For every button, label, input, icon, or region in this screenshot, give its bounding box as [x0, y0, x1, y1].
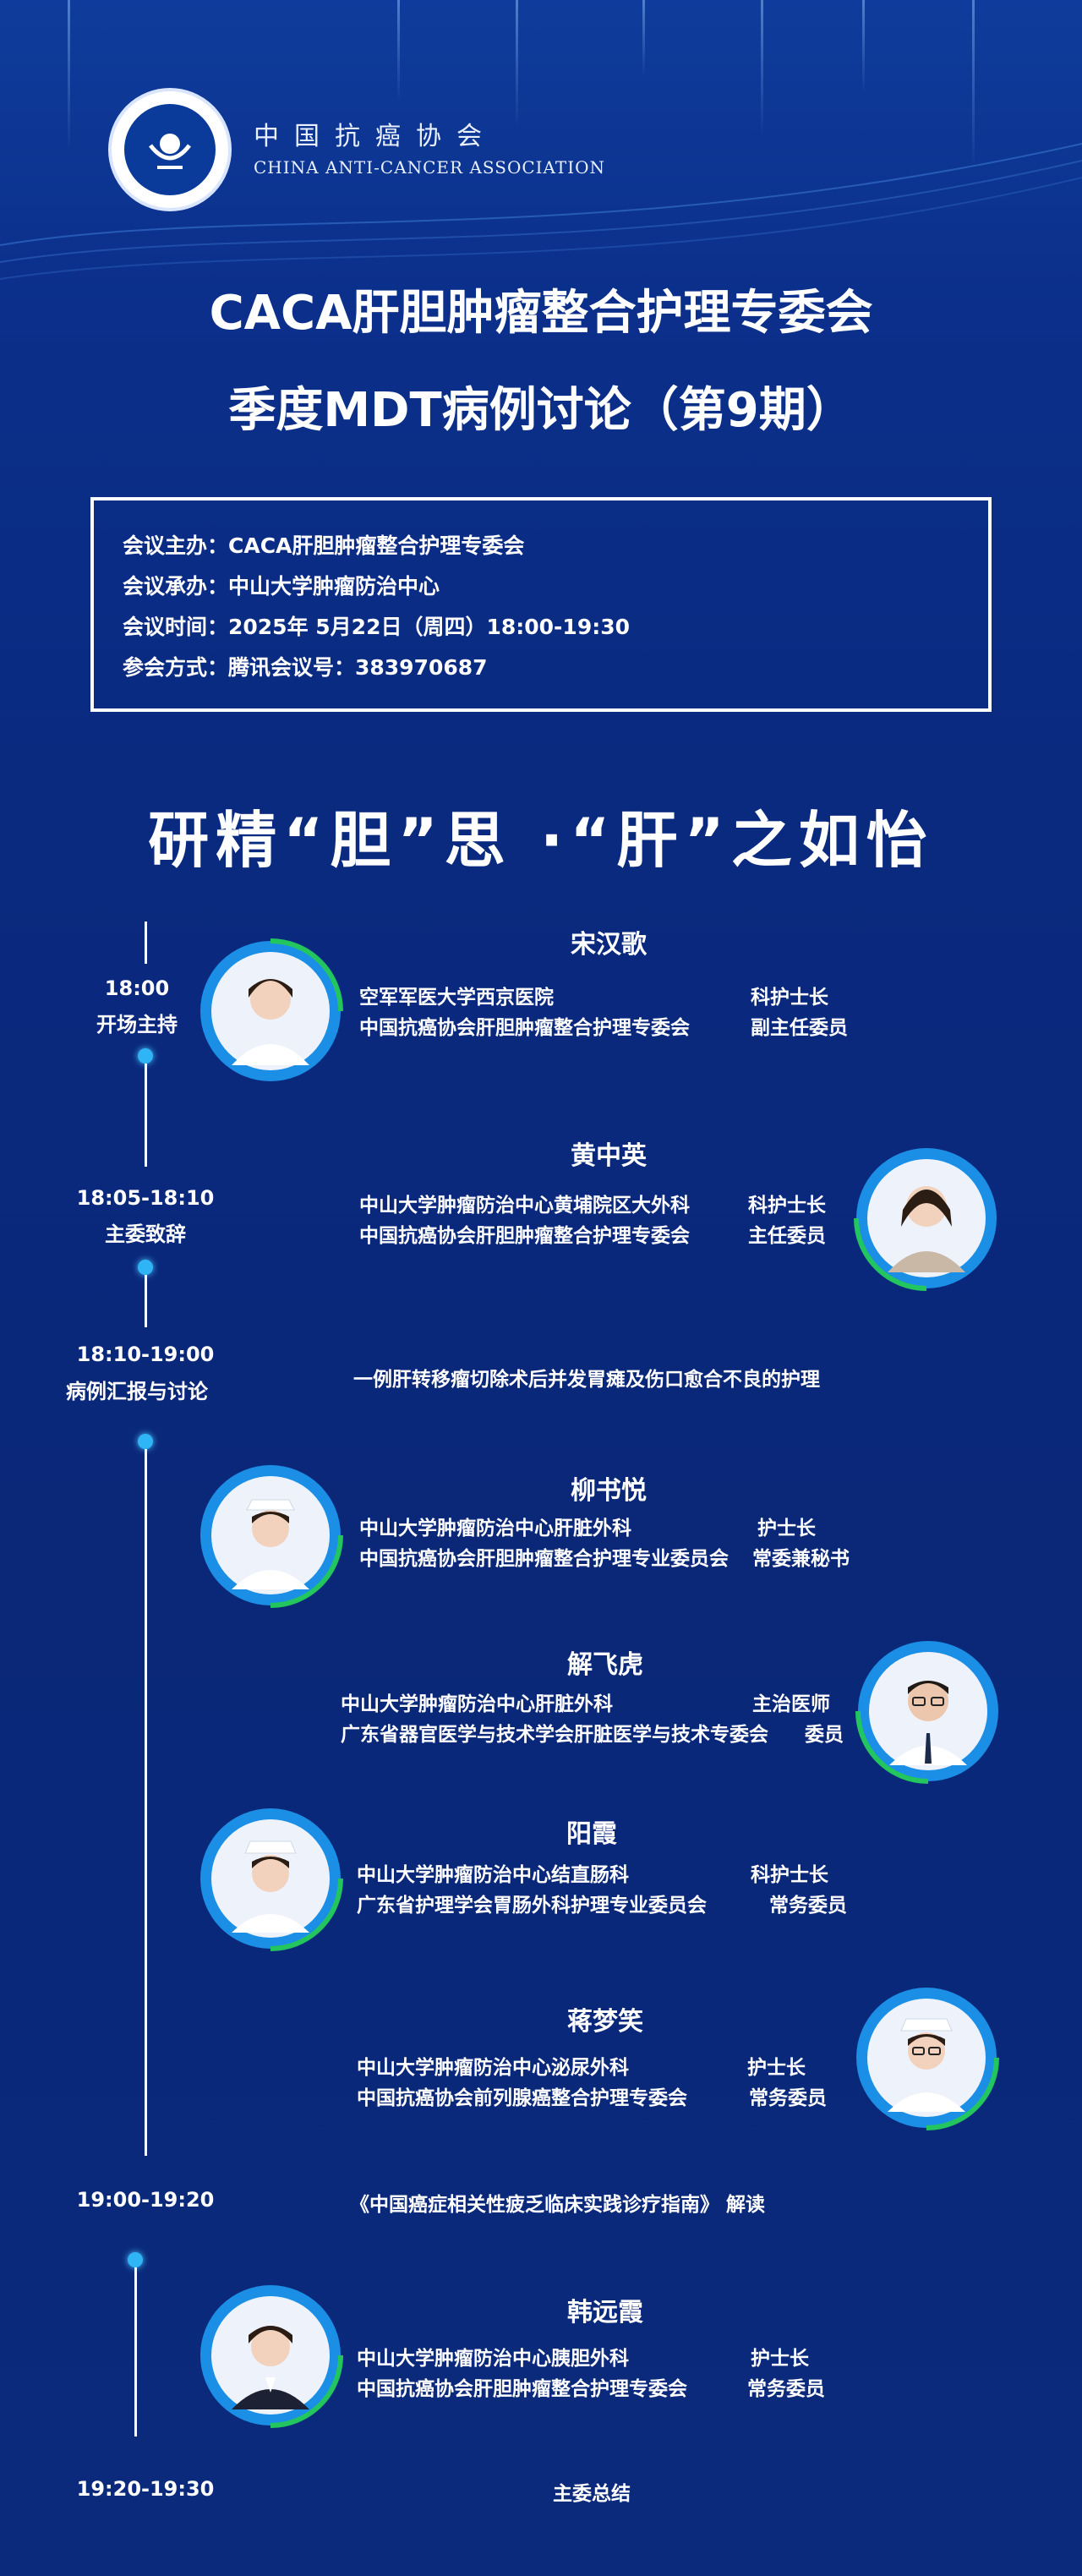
- speaker-avatar: [200, 1808, 343, 1951]
- schedule-time: 18:05-18:10: [76, 1186, 215, 1210]
- speaker-role: 主治医师: [752, 1693, 830, 1715]
- speaker-org: 中国抗癌协会肝胆肿瘤整合护理专委会: [359, 1017, 690, 1039]
- schedule-label: 主委致辞: [105, 1222, 186, 1246]
- speaker-avatar: [200, 938, 343, 1081]
- association-logo: [108, 88, 232, 211]
- speaker-role: 常委兼秘书: [752, 1548, 850, 1570]
- slogan: 研精“胆”思 ·“肝”之如怡: [148, 805, 934, 876]
- speaker-org: 中山大学肿瘤防治中心肝脏外科: [341, 1693, 613, 1715]
- speaker-avatar: [855, 1641, 998, 1784]
- timeline-line: [145, 1064, 147, 1167]
- info-method: 参会方式：腾讯会议号：383970687: [123, 655, 488, 680]
- schedule-topic: 主委总结: [553, 2483, 631, 2505]
- schedule-time: 19:20-19:30: [76, 2477, 215, 2501]
- schedule-label: 病例汇报与讨论: [66, 1380, 208, 1403]
- speaker-org: 中山大学肿瘤防治中心黄埔院区大外科: [359, 1195, 690, 1217]
- speaker-role: 主任委员: [748, 1225, 826, 1247]
- speaker-role: 委员: [805, 1724, 844, 1746]
- speaker-role: 科护士长: [751, 987, 828, 1009]
- timeline-dot: [138, 1048, 153, 1064]
- speaker-org: 中山大学肿瘤防治中心结直肠科: [357, 1864, 629, 1886]
- speaker-org: 中国抗癌协会前列腺癌整合护理专委会: [357, 2087, 687, 2109]
- timeline-line: [134, 2267, 137, 2437]
- speaker-org: 中国抗癌协会肝胆肿瘤整合护理专委会: [357, 2378, 687, 2400]
- speaker-org: 广东省器官医学与技术学会肝脏医学与技术专委会: [341, 1724, 768, 1746]
- schedule-label: 开场主持: [96, 1013, 178, 1036]
- speaker-name: 阳霞: [566, 1819, 617, 1849]
- speaker-name: 蒋梦笑: [567, 2007, 643, 2037]
- info-host: 会议主办：CACA肝胆肿瘤整合护理专委会: [123, 533, 525, 558]
- speaker-org: 中山大学肿瘤防治中心肝脏外科: [359, 1518, 631, 1540]
- schedule-topic: 《中国癌症相关性疲乏临床实践诊疗指南》 解读: [350, 2194, 766, 2216]
- speaker-role: 常务委员: [747, 2378, 825, 2400]
- speaker-avatar: [854, 1148, 997, 1291]
- timeline-line: [145, 1449, 147, 2156]
- speaker-org: 广东省护理学会胃肠外科护理专业委员会: [357, 1895, 707, 1917]
- speaker-avatar: [200, 1465, 343, 1608]
- timeline-dot: [138, 1260, 153, 1275]
- speaker-name: 柳书悦: [571, 1476, 647, 1506]
- speaker-role: 常务委员: [769, 1895, 847, 1917]
- org-name-cn: 中国抗癌协会: [254, 122, 497, 151]
- speaker-avatar: [856, 1988, 999, 2130]
- speaker-org: 中国抗癌协会肝胆肿瘤整合护理专业委员会: [359, 1548, 729, 1570]
- speaker-name: 韩远霞: [567, 2298, 643, 2327]
- info-organizer: 会议承办：中山大学肿瘤防治中心: [123, 574, 440, 599]
- timeline-line: [145, 1275, 147, 1327]
- timeline-line: [145, 922, 147, 964]
- org-name-en: CHINA ANTI-CANCER ASSOCIATION: [254, 157, 606, 178]
- speaker-role: 常务委员: [749, 2087, 827, 2109]
- speaker-org: 中山大学肿瘤防治中心胰胆外科: [357, 2348, 629, 2370]
- speaker-role: 护士长: [757, 1518, 816, 1540]
- timeline-dot: [138, 1434, 153, 1449]
- speaker-role: 护士长: [751, 2348, 809, 2370]
- schedule-time: 19:00-19:20: [76, 2188, 215, 2212]
- speaker-role: 护士长: [747, 2057, 806, 2079]
- speaker-name: 解飞虎: [567, 1650, 643, 1680]
- speaker-org: 中山大学肿瘤防治中心泌尿外科: [357, 2057, 629, 2079]
- speaker-org: 空军军医大学西京医院: [359, 987, 554, 1009]
- speaker-role: 副主任委员: [751, 1017, 848, 1039]
- page-title: CACA肝胆肿瘤整合护理专委会: [209, 286, 873, 341]
- crab-emblem-icon: [120, 100, 220, 200]
- speaker-name: 黄中英: [571, 1141, 647, 1171]
- schedule-time: 18:10-19:00: [76, 1343, 215, 1366]
- timeline-dot: [128, 2252, 143, 2267]
- speaker-avatar: [200, 2285, 343, 2428]
- page-subtitle: 季度MDT病例讨论（第9期）: [228, 383, 854, 438]
- speaker-role: 科护士长: [748, 1195, 826, 1217]
- speaker-role: 科护士长: [751, 1864, 828, 1886]
- speaker-org: 中国抗癌协会肝胆肿瘤整合护理专委会: [359, 1225, 690, 1247]
- schedule-time: 18:00: [104, 976, 170, 1000]
- schedule-topic: 一例肝转移瘤切除术后并发胃瘫及伤口愈合不良的护理: [353, 1369, 820, 1391]
- meeting-info-box: [90, 497, 992, 712]
- speaker-name: 宋汉歌: [571, 930, 647, 960]
- info-time: 会议时间：2025年 5月22日（周四）18:00-19:30: [123, 615, 631, 639]
